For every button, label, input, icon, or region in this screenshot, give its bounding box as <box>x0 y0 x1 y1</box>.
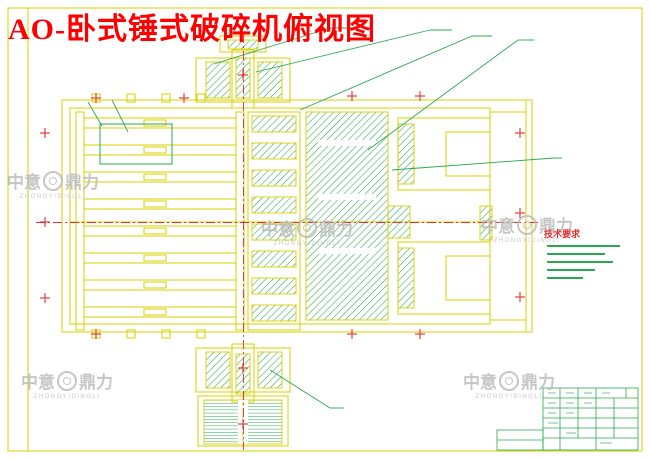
housing-hatched-block <box>305 111 493 321</box>
hammer-rows <box>75 111 245 331</box>
tech-requirements-label: 技术要求 <box>544 229 581 239</box>
title-block-text-marks <box>548 392 612 444</box>
title-block <box>496 387 639 451</box>
center-lines <box>36 34 538 450</box>
leader-lines <box>87 27 562 409</box>
rotor-discs <box>247 111 301 331</box>
bottom-bearing-assembly <box>195 343 291 403</box>
tech-requirement-lines <box>547 245 620 279</box>
sheet-frame <box>7 7 643 452</box>
right-side-boxes <box>397 117 491 315</box>
drawing-title: AO-卧式锤式破碎机俯视图 <box>8 13 376 46</box>
machine-body <box>61 93 533 339</box>
